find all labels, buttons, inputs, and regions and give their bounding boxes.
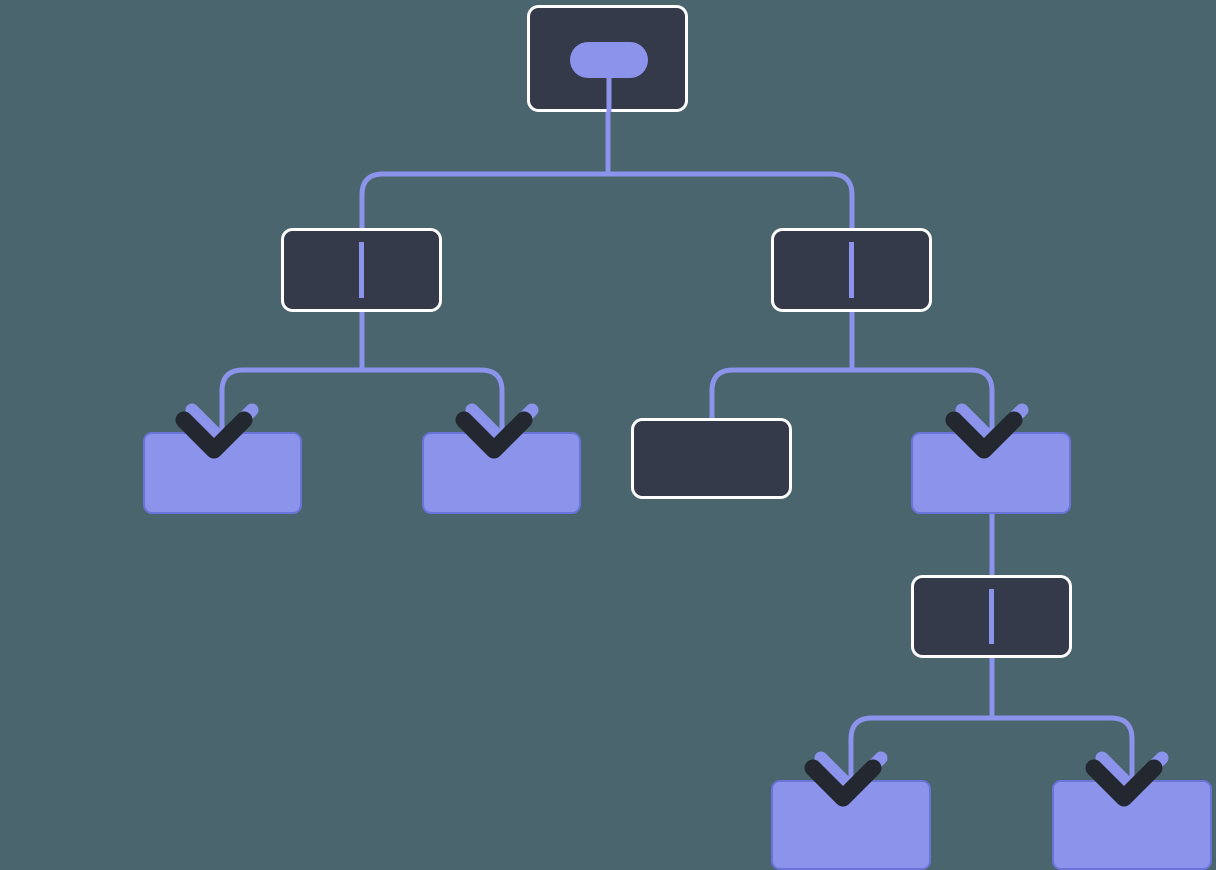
- branch-node-left-through-line: [359, 242, 364, 298]
- root-pill-stem: [606, 76, 612, 112]
- branch-node-right-through-line: [849, 242, 854, 298]
- arrowhead-to-leaf-b-shadow-chevron: [455, 411, 533, 459]
- arrowhead-to-leaf-e-shadow-chevron: [804, 759, 882, 807]
- arrowhead-to-leaf-a-shadow-chevron: [175, 411, 253, 459]
- arrowhead-to-leaf-d: [945, 403, 1029, 459]
- branch-node-lower-through-line: [989, 589, 994, 644]
- arrowhead-to-leaf-f-shadow-chevron: [1085, 759, 1163, 807]
- arrowhead-to-leaf-e: [804, 751, 888, 807]
- node-through-line-layer: [359, 242, 994, 644]
- edge-root-split-bar: [359, 171, 855, 310]
- arrowhead-to-leaf-a: [175, 403, 259, 459]
- arrowhead-to-leaf-f: [1085, 751, 1169, 807]
- root-node[interactable]: [527, 5, 688, 113]
- node-layer: [143, 5, 1212, 870]
- edge-left-split-bar: [219, 367, 505, 440]
- root-pill-glyph: [570, 42, 648, 78]
- terminal-node-dark[interactable]: [631, 418, 792, 499]
- edge-right-split-bar: [709, 367, 995, 440]
- arrowhead-layer: [175, 403, 1169, 807]
- arrowhead-to-leaf-d-shadow-chevron: [945, 411, 1023, 459]
- edge-lower-split-bar: [848, 715, 1135, 788]
- terminal-node-dark-body[interactable]: [631, 418, 792, 499]
- arrowhead-to-leaf-b: [455, 403, 539, 459]
